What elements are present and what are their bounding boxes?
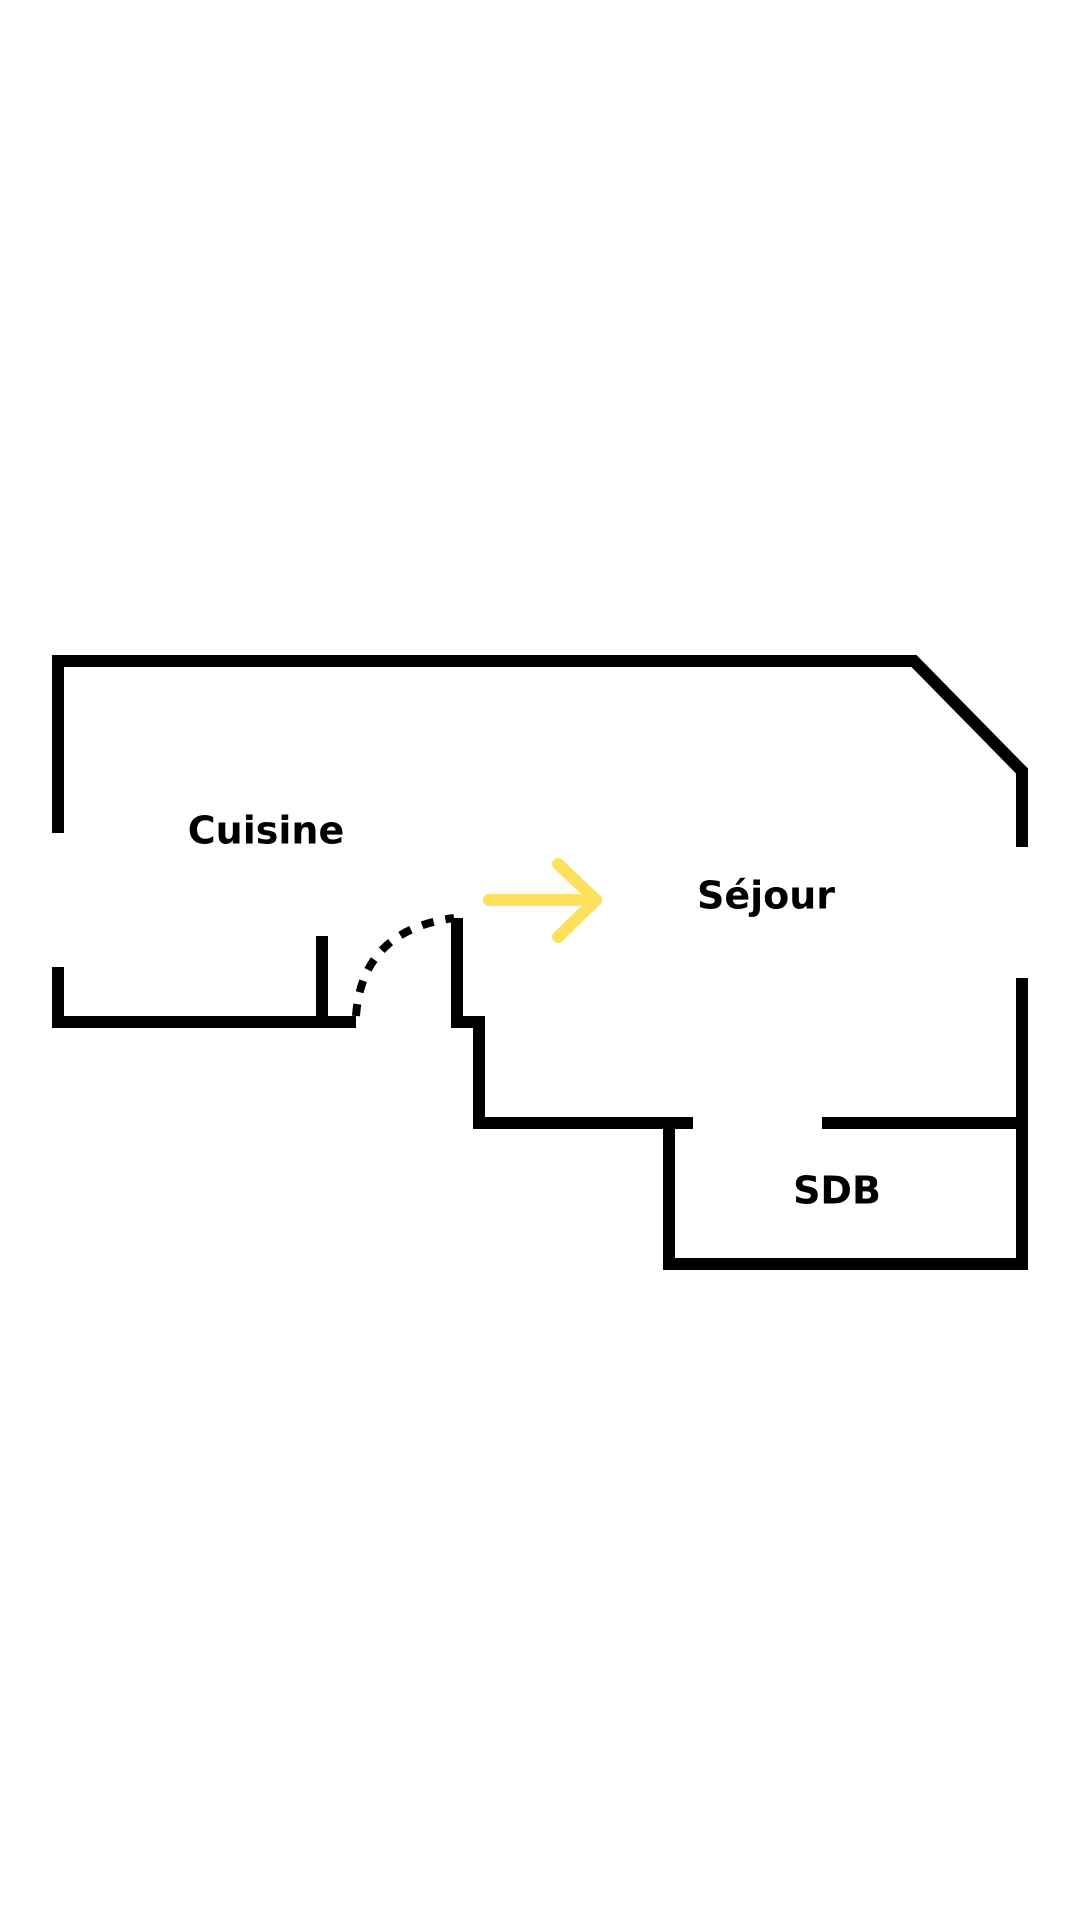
wall-hall bbox=[451, 918, 693, 1129]
arrow-head bbox=[552, 858, 602, 943]
door-swing-arc bbox=[352, 914, 455, 1017]
room-label-kitchen: Cuisine bbox=[188, 809, 344, 853]
room-label-bathroom: SDB bbox=[793, 1169, 881, 1213]
wall-top-right bbox=[52, 655, 1028, 847]
wall-kitchen-bottom bbox=[52, 967, 356, 1028]
room-label-living: Séjour bbox=[697, 874, 835, 918]
direction-arrow-icon bbox=[483, 858, 602, 943]
